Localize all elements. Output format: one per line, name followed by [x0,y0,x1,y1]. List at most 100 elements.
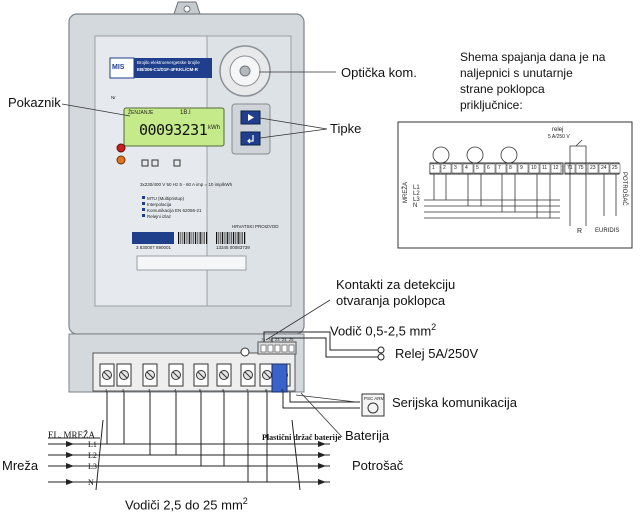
barcode-right-number: 13345 00083739 [216,245,250,250]
lcd-display [123,107,225,147]
schematic-cell-number: 2 [443,165,446,171]
schematic-cell-number: 71 [567,165,573,171]
pulse-led-red [116,143,126,153]
schematic-cell [598,163,610,174]
schematic-cell [451,163,463,174]
schematic-relej-2: 5 A/250 V [548,134,570,140]
terminal-number: 2 [122,388,125,393]
approval-icons [141,159,181,167]
terminal-screws [99,363,291,387]
mains-wiring [48,392,330,483]
schematic-cell-number: 24 [601,165,607,171]
schematic-cell-number: 10 [531,165,537,171]
line-l1-label: L1 [88,440,97,449]
leader-lines [61,71,357,438]
meter-model-line1: Brojilo elektroenergetske brojile [137,60,200,65]
serial-box-label: PSC ARM [364,396,385,401]
schematic-cell [517,163,529,174]
terminal-number: 3 [148,388,151,393]
feature-3: Komunikacija EN 62056-21 [147,208,202,213]
schematic-right-caption: POTROŠAČ [621,172,627,206]
terminal-number: 4 [174,388,177,393]
schematic-cell-number: 23 [590,165,596,171]
battery [271,363,288,393]
small-terminal [260,344,267,353]
made-in-text: HRVATSKI PROIZVOD [232,224,279,229]
small-terminal [288,344,295,353]
return-icon [247,135,254,144]
terminal-screw [168,363,184,387]
schematic-cell-number: 5 [476,165,479,171]
pulse-led-orange [116,155,126,165]
schematic-cell [495,163,507,174]
schematic-cell [440,163,452,174]
terminal-screw [240,363,256,387]
schematic-cell [587,163,599,174]
schematic-cell-number: 12 [553,165,559,171]
schematic-n: N [413,203,418,209]
small-terminal [274,344,281,353]
small-terminal-number: 23 [275,337,280,342]
label-mreza: Mreža [2,458,39,473]
schematic-cell-number: 11 [542,165,548,171]
terminal-screw [142,363,158,387]
label-pokaznik: Pokaznik [8,95,61,110]
serial-plate [136,255,247,271]
label-potrosac: Potrošač [352,458,404,473]
lcd-reading: 00093231 [139,121,208,139]
label-tipke: Tipke [330,121,362,136]
el-mreza-label: EL. MREŽA [48,430,95,440]
schematic-cell [528,163,540,174]
terminal-number: 7 [246,388,249,393]
feature-4: Relejni izlaz [147,214,172,219]
small-terminal-number: 24 [282,337,287,342]
lcd-top-right: 1B.I [180,110,191,116]
schematic-cell [484,163,496,174]
schematic-cell-number: 9 [520,165,523,171]
schematic-cell-number: 8 [509,165,512,171]
brand-logo-text: MIS [112,64,125,71]
line-l3-label: L3 [88,462,97,471]
scroll-button[interactable] [240,110,261,125]
schematic-cell-number: 7 [498,165,501,171]
schematic-cell [429,163,441,174]
terminal-number: 6 [222,388,225,393]
schematic-cell [550,163,562,174]
schematic-l2: L2 [413,191,420,197]
feature-1: MTU (Multipristup) [147,196,185,201]
schematic-left-caption: MREŽA [403,182,409,203]
set-button[interactable] [240,131,261,146]
schematic-cell-number: 3 [454,165,457,171]
small-terminal-number: 25 [289,337,294,342]
barcode-strip [132,232,246,244]
cover-detect-contact [240,347,250,357]
meter-body [68,1,305,335]
schematic-cell-number: 4 [465,165,468,171]
line-n-label: N [88,478,94,487]
schematic-cell-number: 25 [612,165,618,171]
optical-port [219,45,271,97]
schematic-cell [539,163,551,174]
schematic-cell-number: 75 [578,165,584,171]
shema-caption-4: priključnice: [460,98,523,112]
label-vodici-big: Vodiči 2,5 do 25 mm2 [125,496,248,513]
terminal-screw [193,363,209,387]
schematic-r: R [577,228,583,235]
label-serijska: Serijska komunikacija [392,395,517,410]
meter-serial-label: Nr [111,95,116,100]
conductor-brace [95,419,301,491]
barcode-left-number: 3 830007 890001 [136,245,172,250]
lcd-top-left: ŽENJANJE [128,110,154,116]
small-terminal [281,344,288,353]
battery-holder-label: Plastični držač baterije [262,433,342,442]
label-kontakti-2: otvaranja poklopca [336,293,446,308]
wire-arrows [66,441,326,485]
meter-spec-line: 3x230/400 V 50 Hz 5 - 60 A imp = 10 imp/… [140,182,233,187]
schematic-cell [506,163,518,174]
small-terminal-number: 71 [261,337,266,342]
schematic-cell-number: 1 [432,165,435,171]
schematic-cell [609,163,621,174]
label-opticka: Optička kom. [341,65,417,80]
terminal-screw [216,363,232,387]
terminal-number: 8 [265,388,268,393]
